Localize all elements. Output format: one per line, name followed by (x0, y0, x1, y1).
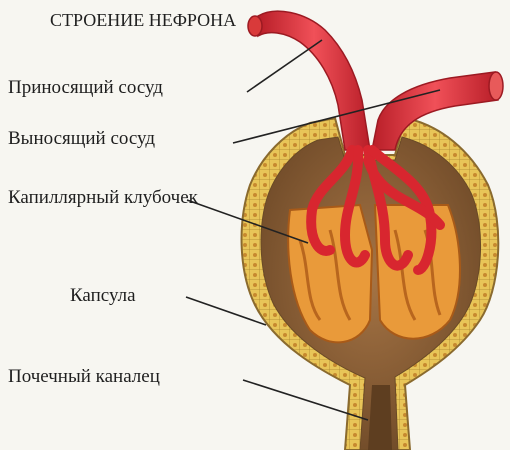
tubule-lumen (368, 385, 392, 450)
label-tubule: Почечный каналец (8, 366, 160, 388)
label-efferent-vessel: Выносящий сосуд (8, 128, 155, 150)
label-capsule: Капсула (70, 285, 136, 307)
diagram-title: СТРОЕНИЕ НЕФРОНА (50, 9, 236, 31)
label-glomerulus: Капиллярный клубочек (8, 186, 198, 209)
label-afferent-vessel: Приносящий сосуд (8, 77, 163, 99)
